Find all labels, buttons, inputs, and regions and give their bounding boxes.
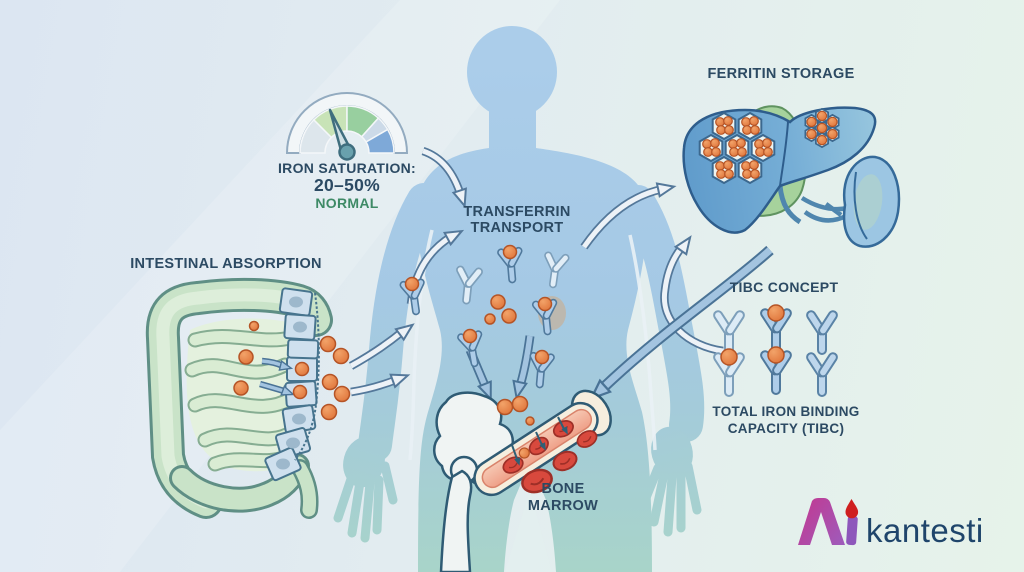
cell-nuclei [276,296,307,470]
label-bone-marrow: BONE MARROW [528,481,598,515]
ferritin-iron-dots [702,116,773,179]
splenic-vessels [800,196,849,223]
logo-blood-drop-icon [845,499,859,519]
label-tibc-concept: TIBC CONCEPT [729,279,839,295]
arrow-transferrin-to-marrow-mid [509,335,535,401]
body-right-hand [638,426,702,537]
logo-lambda [798,498,845,545]
flow-arrows [348,146,774,406]
label-tibc-caption: TOTAL IRON BINDING CAPACITY (TIBC) [712,404,859,437]
arrow-intestine-to-body-lower [350,368,412,397]
arrow-liver-to-marrow [585,245,774,406]
epithelial-cells [264,287,320,482]
body-right-arm-gap [628,234,657,451]
label-ferritin-storage: FERRITIN STORAGE [707,66,855,82]
bone-marrow-illustration [433,389,612,572]
microvilli-edge [294,292,320,461]
spleen-illustration [800,155,901,248]
free-iron-dots [484,294,517,325]
intestines-illustration [145,277,351,519]
marrow-release-arrows [511,416,571,466]
iron-saturation-gauge [285,92,409,161]
small-intestine-loops [184,328,300,472]
tibc-molecules [711,304,840,397]
label-tibc-caption-line1: TOTAL IRON BINDING [712,404,860,419]
iron-dots-entering-marrow [496,395,535,426]
label-transferrin-line2: TRANSPORT [470,220,564,236]
body-right-arm [621,185,705,442]
arrows-into-cells [259,357,296,400]
gauge-range: 20–50% [313,175,381,195]
liver-illustration [682,105,901,248]
label-bone-marrow-line1: BONE [541,481,585,497]
arrow-intestine-to-body-upper [348,318,418,370]
ferritin-hexagons-right [804,108,840,149]
arrow-body-to-liver [580,179,677,250]
spleen-crease [853,171,868,240]
arrow-tibc-to-liver [660,232,724,356]
logo-mark [798,498,859,546]
body-head [467,26,557,118]
logo-i-stem [846,515,858,546]
iron-dots-absorption [233,320,351,421]
label-transferrin-line1: TRANSFERRIN [463,204,571,220]
label-intestinal-absorption: INTESTINAL ABSORPTION [130,256,322,272]
ferritin-hexagons-left [698,112,776,184]
label-transferrin-transport: TRANSFERRIN TRANSPORT [463,204,570,236]
transferrin-molecules [397,244,572,390]
brand-wordmark: kantesti [866,512,984,549]
label-bone-marrow-line2: MARROW [527,498,599,514]
gauge-needle [328,108,356,161]
body-left-hand [333,436,398,543]
arrow-gauge-to-body [421,146,472,209]
liver-lobe-divider [779,121,789,187]
label-tibc-caption-line2: CAPACITY (TIBC) [727,420,845,436]
bile-duct [777,185,802,225]
body-leg-gap [505,490,552,572]
gauge-title: IRON SATURATION: [277,160,417,176]
gauge-status: NORMAL [315,195,379,211]
